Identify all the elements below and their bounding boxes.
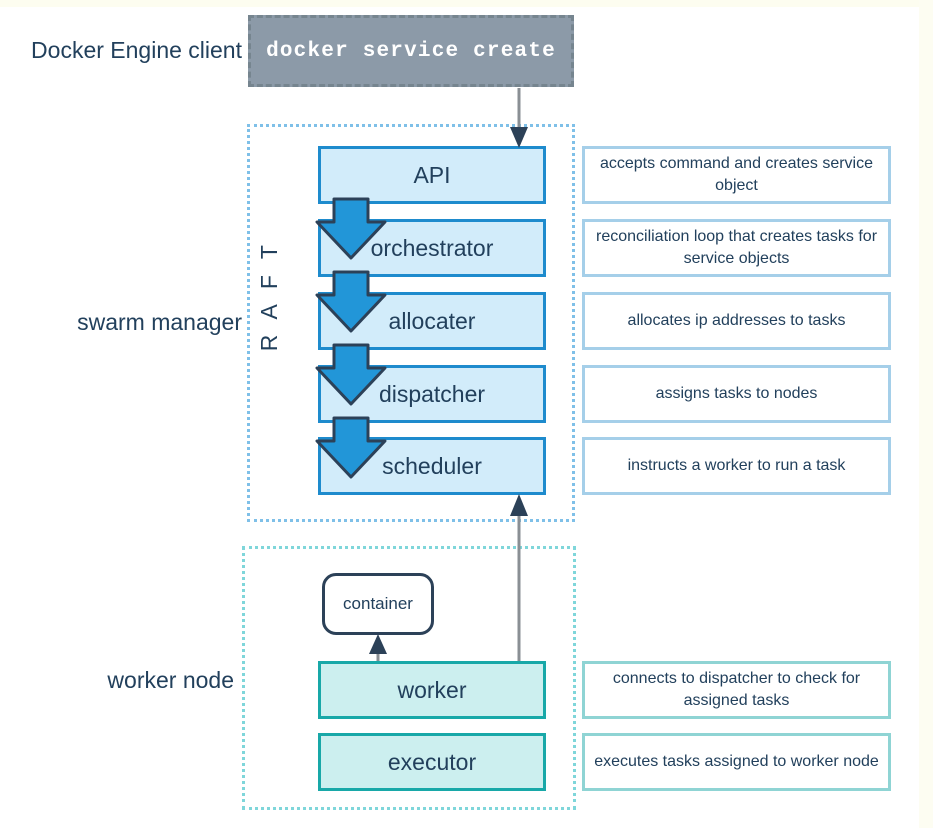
stage-executor-label: executor (387, 748, 477, 775)
worker-node-group (242, 546, 576, 810)
description-scheduler-text: instructs a worker to run a task (627, 457, 846, 475)
description-dispatcher-text: assigns tasks to nodes (655, 385, 818, 403)
stage-api[interactable]: API (318, 146, 546, 204)
stage-orchestrator[interactable]: orchestrator (318, 219, 546, 277)
stage-worker-label: worker (397, 676, 467, 703)
stage-dispatcher-label: dispatcher (378, 380, 486, 407)
paper-edge-right (919, 0, 933, 828)
description-worker: connects to dispatcher to check for assi… (582, 661, 891, 719)
label-swarm-manager: swarm manager (77, 309, 242, 335)
description-allocater: allocates ip addresses to tasks (582, 292, 891, 350)
stage-allocater-label: allocater (388, 307, 476, 334)
docker-command-text: docker service create (266, 39, 556, 63)
description-orchestrator: reconciliation loop that creates tasks f… (582, 219, 891, 277)
description-executor: executes tasks assigned to worker node (582, 733, 891, 791)
container-label: container (343, 594, 413, 613)
description-orchestrator-text: reconciliation loop that creates tasks f… (595, 228, 878, 267)
stage-dispatcher[interactable]: dispatcher (318, 365, 546, 423)
description-scheduler: instructs a worker to run a task (582, 437, 891, 495)
docker-command-box[interactable]: docker service create (248, 15, 574, 87)
description-api: accepts command and creates service obje… (582, 146, 891, 204)
description-worker-text: connects to dispatcher to check for assi… (612, 670, 861, 709)
label-worker-node: worker node (107, 667, 234, 693)
paper-edge-top (0, 0, 933, 7)
raft-label: R A F T (256, 240, 282, 352)
stage-orchestrator-label: orchestrator (370, 234, 494, 261)
stage-executor[interactable]: executor (318, 733, 546, 791)
description-allocater-text: allocates ip addresses to tasks (627, 312, 846, 330)
container-box[interactable]: container (322, 573, 434, 635)
stage-scheduler[interactable]: scheduler (318, 437, 546, 495)
swarm-manager-group (247, 124, 575, 522)
label-docker-engine-client: Docker Engine client (31, 37, 242, 63)
stage-api-label: API (413, 161, 451, 188)
description-executor-text: executes tasks assigned to worker node (594, 753, 879, 771)
stage-allocater[interactable]: allocater (318, 292, 546, 350)
description-dispatcher: assigns tasks to nodes (582, 365, 891, 423)
description-api-text: accepts command and creates service obje… (599, 155, 873, 194)
stage-scheduler-label: scheduler (382, 452, 482, 479)
stage-worker[interactable]: worker (318, 661, 546, 719)
